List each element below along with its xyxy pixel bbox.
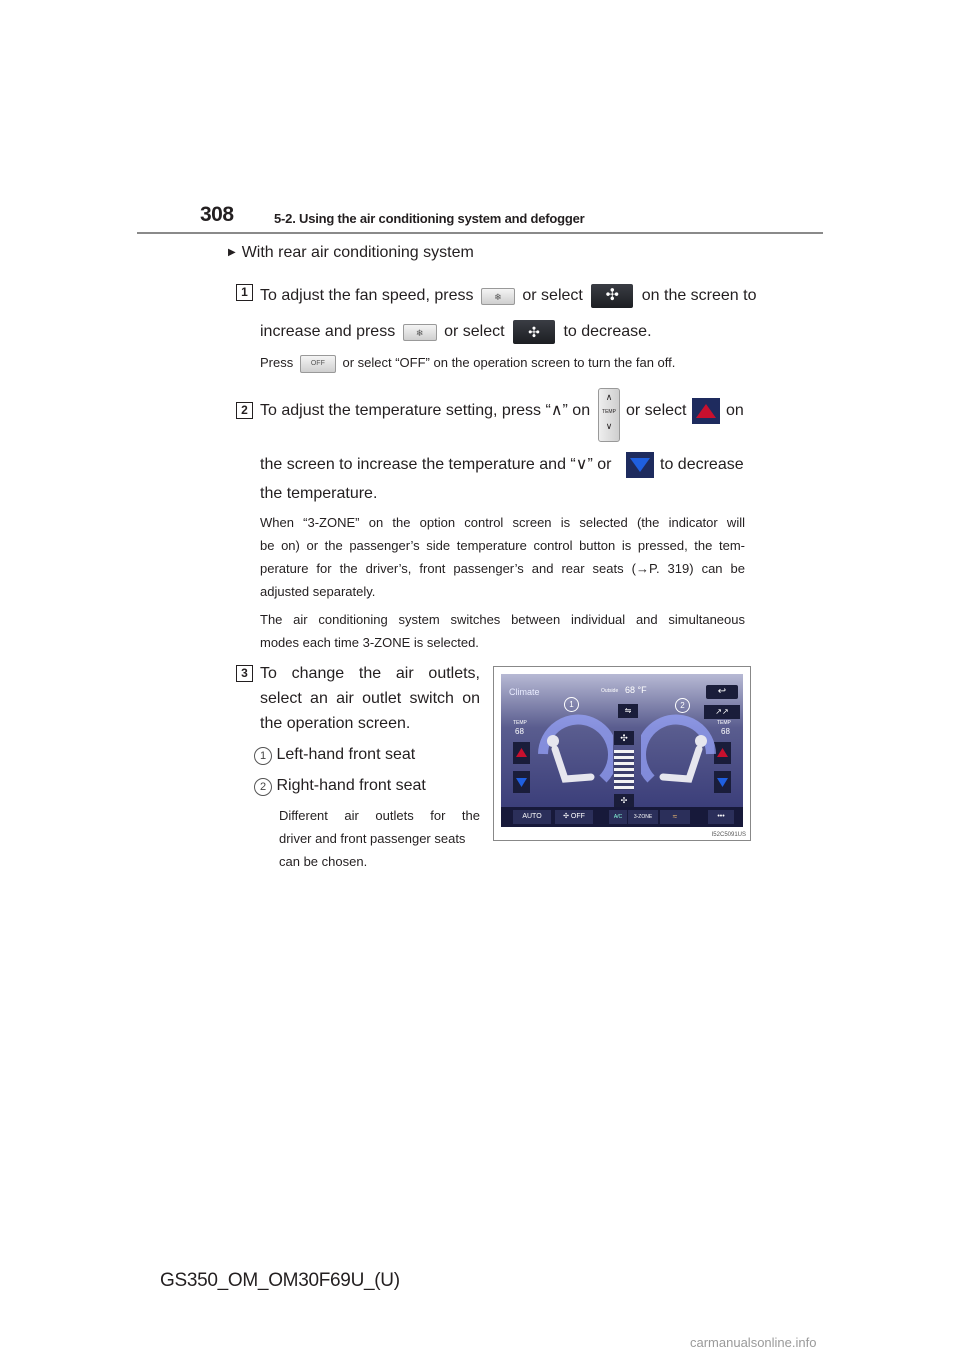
step2-line2b: to decrease [660,456,744,473]
step3-line3: the operation screen. [260,715,411,732]
temp-label-left: TEMP [513,720,527,726]
fan-icon[interactable]: ✣ [614,731,634,745]
ac-button[interactable]: A/C [609,810,627,824]
temp-value-right: 68 [721,727,730,736]
step3-item-2: 2 Right-hand front seat [254,776,426,796]
watermark: carmanualsonline.info [690,1335,817,1350]
step2-note1-line3: perature for the driver’s, front passeng… [260,561,745,576]
left-temp-up-icon[interactable] [513,742,530,764]
triangle-bullet-icon: ▶ [228,247,236,258]
step2-note1-line2: be on) or the passenger’s side temperatu… [260,538,745,553]
step2-note2-line1: The air conditioning system switches bet… [260,612,745,627]
step3-item-1-label: Left-hand front seat [276,746,416,763]
step3-note-line1: Different air outlets for the [279,808,480,823]
fan-off-button-icon: OFF [299,354,336,373]
step3-item-2-label: Right-hand front seat [276,777,426,794]
step-number-1: 1 [236,284,253,301]
step-number-2: 2 [236,402,253,419]
intro-bullet-text: With rear air conditioning system [241,244,474,261]
step1-line2: increase and press ❄ or select ✣ to decr… [260,320,652,344]
step2-note1-line1: When “3-ZONE” on the option control scre… [260,515,745,530]
fan-small-icon[interactable]: ✣ [614,794,634,808]
step3-note-line3: can be chosen. [279,854,368,869]
three-zone-button[interactable]: 3-ZONE [628,810,658,824]
outside-temp: 68 °F [625,685,647,695]
fan-down-screen-button-icon: ✣ [513,320,556,344]
step1-line1: To adjust the fan speed, press ❄ or sele… [260,284,757,308]
fan-screen-button-icon: ✣ [591,284,634,308]
step3-line1: To change the air outlets, [260,665,480,682]
more-options-button[interactable]: ••• [708,810,734,824]
step3-note-line2: driver and front passenger seats [279,831,466,846]
section-title: 5-2. Using the air conditioning system a… [274,211,585,226]
step2-line1c: on [726,402,744,419]
climate-screen-figure: Climate Outside 68 °F ↩ ⇋ ↗↗ 1 2 TEMP 68… [493,666,751,841]
document-code: GS350_OM_OM30F69U_(U) [160,1270,400,1291]
header-rule [137,232,823,234]
auto-button[interactable]: AUTO [513,810,551,824]
fan-off-screen-button[interactable]: ✣ OFF [555,810,593,824]
fan-down-hardware-button-icon: ❄ [402,323,437,341]
step3-item-1: 1 Left-hand front seat [254,745,415,765]
callout-number-1: 1 [254,747,272,765]
fan-level-bar-icon [614,750,634,790]
temp-label-right: TEMP [717,720,731,726]
step2-note1-line4: adjusted separately. [260,584,376,599]
temp-rocker-switch-icon: ∧ TEMP ∨ [598,388,620,442]
right-temp-down-icon[interactable] [714,771,731,793]
screen-callout-1: 1 [564,697,579,712]
outside-label: Outside [601,688,619,694]
fan-hardware-button-icon: ❄ [480,287,515,305]
screen-callout-2: 2 [675,698,690,713]
figure-code: I52C5091US [711,832,746,838]
climate-screen: Climate Outside 68 °F ↩ ⇋ ↗↗ 1 2 TEMP 68… [501,674,743,827]
step2-line1: To adjust the temperature setting, press… [260,402,591,419]
right-seat-outlet-diagram-icon[interactable] [641,709,721,799]
outlet-mode-icon: ↗↗ [704,705,740,719]
step2-line1b: or select [626,402,687,419]
step1-note: Press OFF or select “OFF” on the operati… [260,352,675,374]
step2-line2: the screen to increase the temperature a… [260,456,612,473]
left-seat-outlet-diagram-icon[interactable] [533,709,613,799]
step2-line3: the temperature. [260,485,378,502]
step-number-3: 3 [236,665,253,682]
callout-number-2: 2 [254,778,272,796]
temp-value-left: 68 [515,727,524,736]
screen-title: Climate [509,687,540,697]
screen-bottom-bar: AUTO ✣ OFF A/C 3-ZONE ≈ ••• [501,807,743,827]
seat-heater-icon[interactable]: ≈ [660,810,690,824]
temp-down-screen-button-icon [626,452,654,478]
intro-bullet: ▶ With rear air conditioning system [228,244,474,262]
right-temp-up-icon[interactable] [714,742,731,764]
back-icon: ↩ [706,685,738,699]
rear-seat-icon: ⇋ [618,704,638,718]
step3-line2: select an air outlet switch on [260,690,480,707]
left-temp-down-icon[interactable] [513,771,530,793]
step2-note2-line2: modes each time 3-ZONE is selected. [260,635,479,650]
temp-up-screen-button-icon [692,398,720,424]
page-number: 308 [200,203,234,226]
